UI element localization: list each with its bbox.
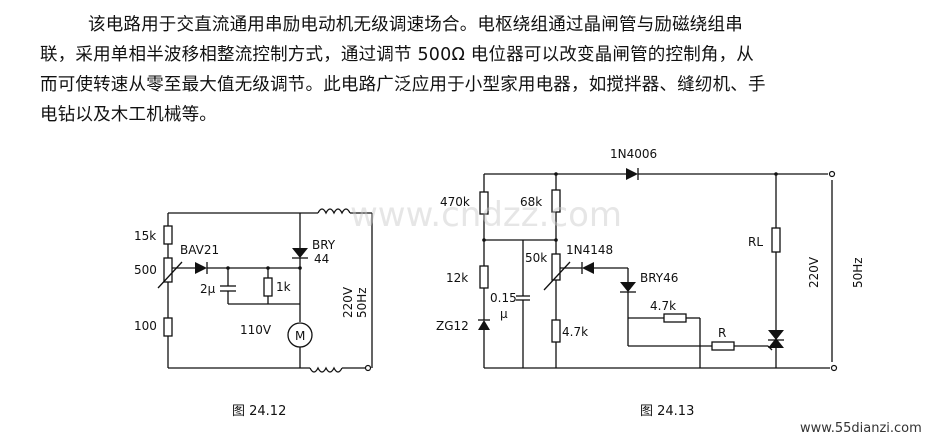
label-bry46: BRY46	[640, 271, 678, 285]
paragraph-line-3: 而可使转速从零至最大值无级调节。此电路广泛应用于小型家用电器，如搅拌器、缝纫机、…	[40, 75, 766, 95]
resistor-100	[163, 317, 173, 337]
label-44: 44	[314, 252, 329, 266]
label-zg12: ZG12	[436, 319, 469, 333]
label-0-15: 0.15	[490, 291, 517, 305]
label-68k: 68k	[520, 195, 542, 209]
zener-zg12	[478, 320, 490, 330]
field-coil-top	[317, 208, 351, 215]
field-coil-bottom	[309, 366, 343, 373]
terminal-bottom	[364, 364, 372, 372]
label-50hz-2: 50Hz	[851, 257, 865, 288]
label-1k: 1k	[276, 280, 291, 294]
resistor-4-7k-lower	[551, 319, 561, 343]
label-500: 500	[134, 263, 157, 277]
label-12k: 12k	[446, 271, 468, 285]
triac	[768, 330, 784, 340]
label-r: R	[718, 326, 726, 340]
label-rl: RL	[748, 235, 763, 249]
resistor-15k	[163, 225, 173, 245]
paragraph-line-2: 联，采用单相半波移相整流控制方式，通过调节 500Ω 电位器可以改变晶闸管的控制…	[40, 45, 754, 65]
resistor-4-7k-horizontal	[663, 313, 687, 323]
figure-24-13: 1N4006 470k 68k 12k 50k 1N4148 0.15 μ ZG…	[436, 147, 865, 419]
label-220v-2: 220V	[807, 256, 821, 288]
label-50k: 50k	[525, 251, 547, 265]
label-4-7k-lower: 4.7k	[562, 325, 588, 339]
potentiometer-500	[163, 257, 173, 283]
label-220v-1: 220V	[341, 286, 355, 318]
potentiometer-50k	[551, 253, 561, 281]
caption-24-13: 图 24.13	[640, 404, 694, 419]
label-50hz-1: 50Hz	[355, 287, 369, 318]
label-15k: 15k	[134, 229, 156, 243]
site-watermark: www.55dianzi.com	[800, 421, 922, 436]
label-bry: BRY	[312, 238, 336, 252]
label-1n4006: 1N4006	[610, 147, 657, 161]
diode-1n4148	[582, 262, 594, 274]
diode-1n4006	[626, 168, 638, 180]
label-470k: 470k	[440, 195, 470, 209]
watermark-cndzz: www.cndzz.com	[350, 195, 622, 235]
label-m: M	[295, 329, 305, 343]
resistor-1k	[263, 277, 273, 297]
paragraph-line-4: 电钻以及木工机械等。	[40, 105, 217, 125]
caption-24-12: 图 24.12	[232, 404, 286, 419]
resistor-12k	[479, 265, 489, 289]
label-mu: μ	[500, 307, 508, 321]
paragraph-line-1: 该电路用于交直流通用串励电动机无级调速场合。电枢绕组通过晶闸管与励磁绕组串	[88, 15, 743, 35]
pot-arrow	[157, 261, 183, 289]
description-paragraph: 该电路用于交直流通用串励电动机无级调速场合。电枢绕组通过晶闸管与励磁绕组串 联，…	[40, 10, 920, 130]
label-110v: 110V	[240, 323, 272, 337]
pnpn-bry46	[620, 282, 636, 292]
label-bav21: BAV21	[180, 243, 219, 257]
label-1n4148: 1N4148	[566, 243, 613, 257]
thyristor-bry44	[292, 248, 308, 258]
diode-bav21	[195, 262, 207, 274]
label-2u: 2μ	[200, 282, 216, 296]
resistor-rl	[771, 227, 781, 253]
label-100: 100	[134, 319, 157, 333]
resistor-r	[711, 341, 735, 351]
figure-24-12: 15k 500 100 BAV21 2μ 1k BRY 44 110V M 22…	[134, 208, 373, 419]
label-4-7k-horizontal: 4.7k	[650, 299, 676, 313]
